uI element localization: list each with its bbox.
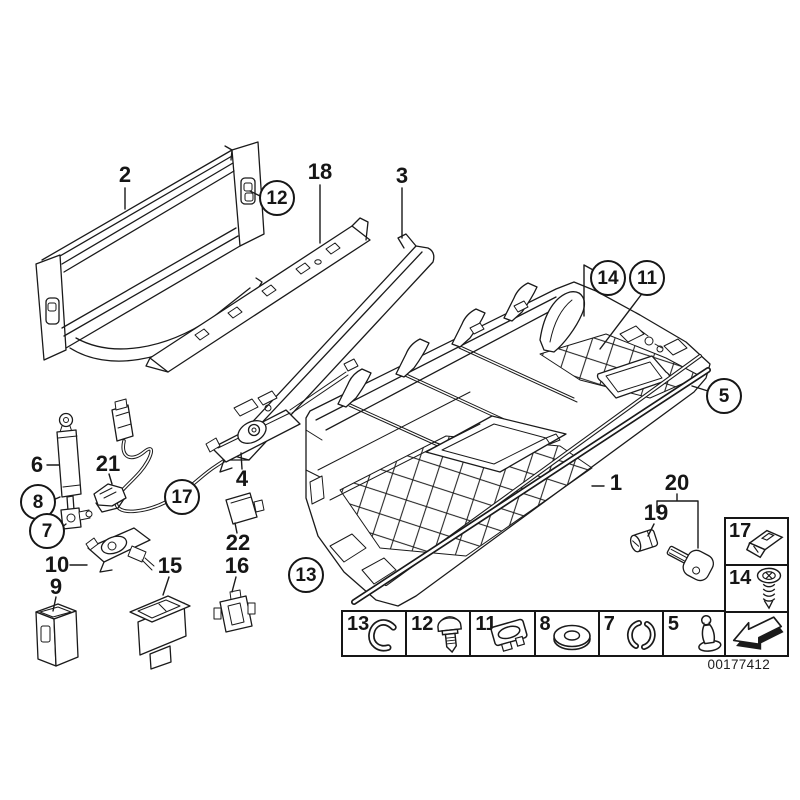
side-cell-17: 17 bbox=[726, 519, 787, 566]
key-part20 bbox=[666, 545, 714, 582]
callout-15: 15 bbox=[157, 553, 183, 578]
callout-2: 2 bbox=[118, 162, 132, 187]
legend-number: 13 bbox=[347, 613, 370, 635]
callout-11: 11 bbox=[629, 260, 665, 296]
bracket-clip-part21 bbox=[93, 483, 127, 513]
lamp-switch-part15 bbox=[129, 595, 191, 670]
cage-grommet-icon bbox=[486, 614, 532, 654]
callout-3: 3 bbox=[395, 163, 409, 188]
release-cable-part17 bbox=[111, 398, 248, 514]
flap-panel-part2 bbox=[35, 141, 265, 362]
legend-number: 12 bbox=[411, 613, 434, 635]
legend-cell-12: 12 bbox=[407, 610, 472, 655]
legend-number: 14 bbox=[729, 567, 752, 589]
callout-6: 6 bbox=[30, 452, 44, 477]
direction-arrow-icon bbox=[730, 614, 784, 652]
clip-part16 bbox=[213, 589, 256, 633]
callout-14: 14 bbox=[590, 260, 626, 296]
c-ring-icon bbox=[365, 616, 403, 654]
lock-actuator-part4 bbox=[205, 358, 359, 473]
diagram-number: 00177412 bbox=[707, 657, 770, 672]
side-cell-arrow bbox=[726, 613, 787, 655]
side-legend: 17 14 bbox=[724, 517, 789, 657]
legend-number: 7 bbox=[603, 613, 615, 635]
legend-cell-13: 13 bbox=[343, 612, 408, 655]
legend-cell-11: 11 bbox=[471, 612, 536, 655]
legend-number: 5 bbox=[667, 613, 679, 635]
callout-20: 20 bbox=[664, 470, 690, 495]
gas-strut-part6 bbox=[56, 412, 93, 530]
washer-icon bbox=[548, 620, 596, 654]
latch-part10 bbox=[85, 527, 155, 573]
callout-5: 5 bbox=[706, 378, 742, 414]
curtain-strip-part18 bbox=[145, 217, 371, 373]
legend-number: 8 bbox=[539, 613, 551, 635]
trim-rail-part5 bbox=[351, 354, 711, 605]
sheet-metal-clip-icon bbox=[744, 523, 786, 563]
callout-19: 19 bbox=[643, 500, 669, 525]
lock-cylinder-part19 bbox=[629, 529, 659, 553]
screw-icon bbox=[752, 566, 786, 610]
spring-clip-icon bbox=[622, 618, 660, 654]
legend-cell-7: 7 bbox=[600, 612, 664, 655]
callout-18: 18 bbox=[307, 159, 333, 184]
plug-icon bbox=[694, 610, 724, 654]
callout-10: 10 bbox=[44, 552, 70, 577]
callout-1: 1 bbox=[609, 470, 623, 495]
callout-12: 12 bbox=[259, 180, 295, 216]
callout-7: 7 bbox=[29, 513, 65, 549]
callout-9: 9 bbox=[49, 574, 63, 599]
callout-17: 17 bbox=[164, 479, 200, 515]
legend-cell-5: 5 bbox=[664, 612, 726, 655]
cover-cap-part22 bbox=[225, 492, 265, 525]
legend-number: 17 bbox=[729, 520, 752, 542]
push-rivet-icon bbox=[433, 610, 467, 654]
legend-strip: 13 12 bbox=[341, 610, 728, 657]
callout-4: 4 bbox=[235, 466, 249, 491]
callout-21: 21 bbox=[95, 451, 121, 476]
callout-16: 16 bbox=[224, 553, 250, 578]
box-part9 bbox=[35, 603, 79, 667]
callout-13: 13 bbox=[288, 557, 324, 593]
callout-22: 22 bbox=[225, 530, 251, 555]
side-cell-14: 14 bbox=[726, 566, 787, 613]
glovebox-housing-part1 bbox=[305, 281, 711, 607]
legend-cell-8: 8 bbox=[536, 612, 600, 655]
